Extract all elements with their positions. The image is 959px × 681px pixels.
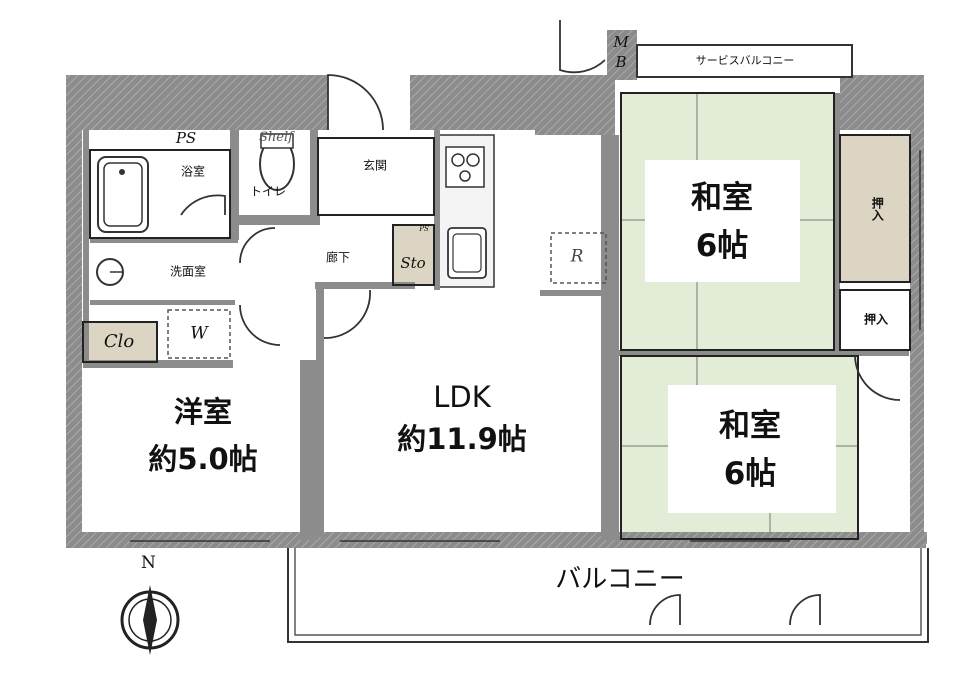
washitsu-lower-size: 6帖 bbox=[723, 455, 777, 492]
stove-icon bbox=[445, 146, 485, 188]
oshiire-upper-floor bbox=[840, 135, 910, 282]
shelf-label: Shelf bbox=[259, 129, 293, 145]
ps-small-label: PS bbox=[419, 225, 429, 234]
washitsu-upper-size: 6帖 bbox=[695, 227, 749, 264]
entrance-label: 玄関 bbox=[362, 158, 388, 173]
ldk-size: 約11.9帖 bbox=[397, 422, 527, 457]
washitsu-upper-name: 和室 bbox=[691, 179, 753, 216]
service-balcony-rail bbox=[636, 44, 853, 78]
sink-icon bbox=[447, 227, 487, 279]
washer-label: W bbox=[190, 323, 208, 344]
toilet-label: トイレ bbox=[249, 184, 287, 199]
mb-label-m: M bbox=[613, 32, 629, 51]
clo-floor bbox=[83, 322, 157, 362]
balcony-label: バルコニー bbox=[555, 564, 685, 595]
sto-floor bbox=[393, 225, 434, 285]
refrigerator-label: R bbox=[570, 246, 584, 267]
washer-pan bbox=[167, 309, 231, 359]
mb-label-b: B bbox=[615, 52, 627, 71]
bathroom-label: 浴室 bbox=[180, 164, 206, 179]
washitsu-lower-label-box bbox=[668, 385, 836, 513]
door-swings bbox=[180, 20, 901, 626]
oshiire-upper-text: 押入 bbox=[870, 196, 885, 221]
washitsu-lower-name: 和室 bbox=[719, 407, 781, 444]
washroom-label: 洗面室 bbox=[169, 264, 207, 279]
oshiire-lower-label: 押入 bbox=[863, 312, 889, 327]
clo-label: Clo bbox=[103, 331, 135, 353]
refrigerator-space bbox=[550, 232, 607, 284]
sto-label: Sto bbox=[400, 253, 426, 272]
youshitsu-size: 約5.0帖 bbox=[148, 442, 258, 477]
service-balcony-label: サービスバルコニー bbox=[695, 53, 795, 67]
balcony-rail bbox=[287, 548, 929, 643]
interior-walls bbox=[83, 93, 909, 540]
corridor-label: 廊下 bbox=[325, 250, 351, 265]
youshitsu-name: 洋室 bbox=[173, 395, 233, 430]
ldk-name: LDK bbox=[433, 380, 491, 415]
ps-label: PS bbox=[175, 128, 197, 147]
north-label: N bbox=[141, 553, 156, 573]
windows bbox=[130, 150, 921, 542]
washitsu-upper-label-box bbox=[645, 160, 800, 282]
compass-rose bbox=[120, 585, 180, 655]
bathtub bbox=[97, 156, 149, 233]
oshiire-upper-label: 押入 bbox=[867, 197, 887, 227]
room-outlines bbox=[82, 92, 911, 540]
